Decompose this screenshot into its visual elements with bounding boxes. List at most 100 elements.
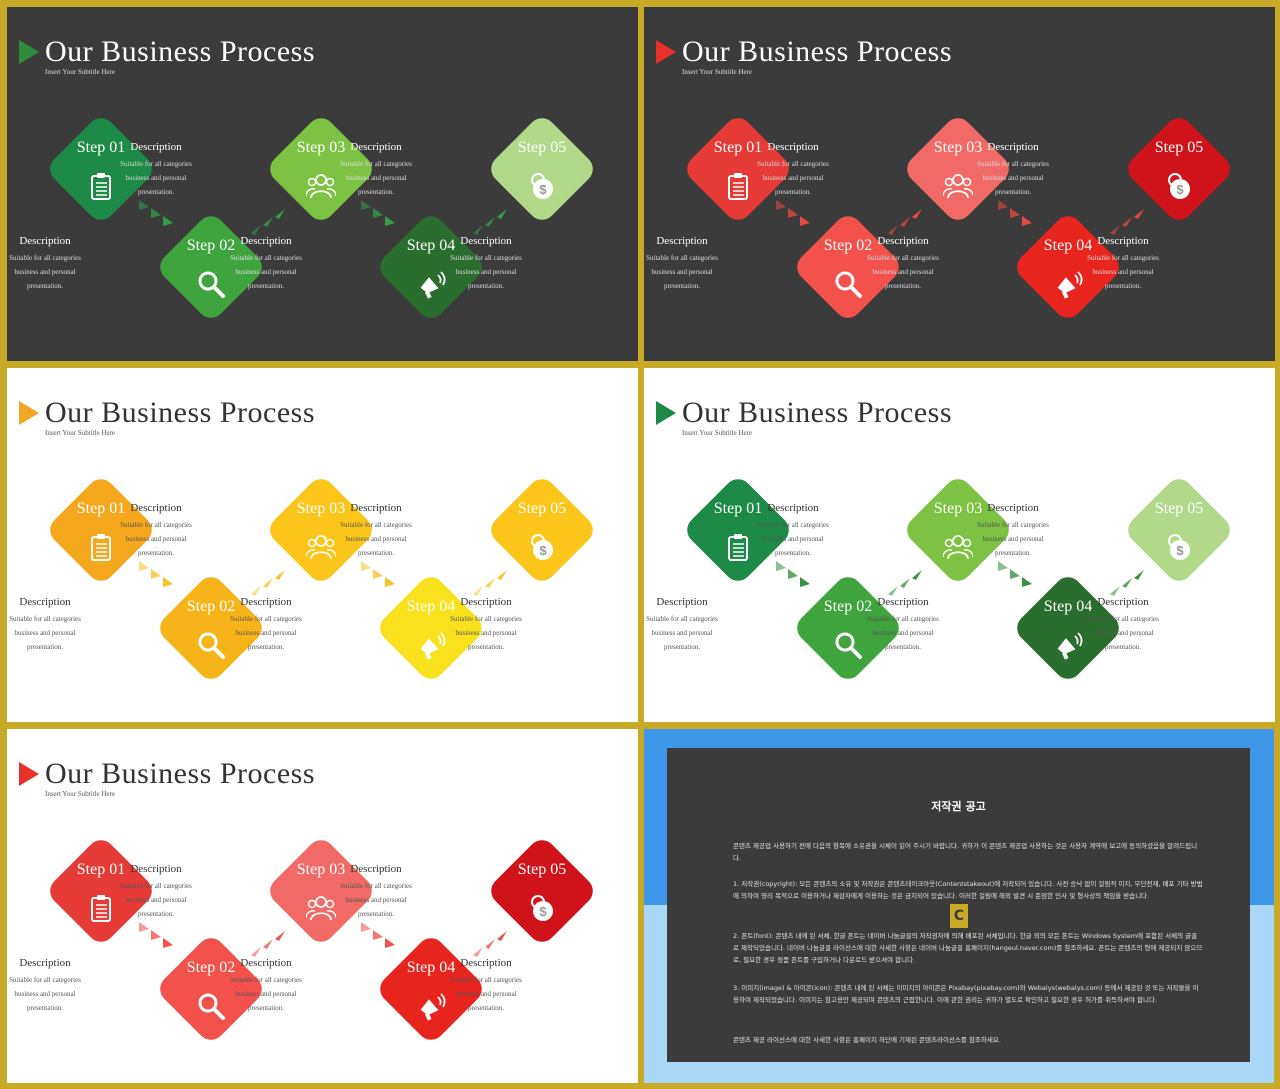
description-line: presentation. [358,910,394,918]
connector-arrows-2 [251,209,285,235]
description-title: Description [1097,235,1149,247]
description-line: business and personal [1092,268,1154,276]
connector-arrows-1 [139,922,173,948]
arrow-head-icon [473,225,483,235]
clipboard-icon [723,171,753,201]
arrow-head-icon [485,217,495,227]
step-label-4: Step 04 [406,237,456,254]
arrow-head-icon [800,577,810,587]
description-line: business and personal [345,896,407,904]
description-line: Suitable for all categories [340,160,412,168]
connector-arrows-4 [1110,209,1144,235]
description-line: presentation. [248,1004,284,1012]
magnifier-icon [196,269,226,299]
arrow-head-icon [900,578,910,588]
megaphone-icon [416,269,446,299]
arrow-head-icon [1010,208,1020,218]
arrow-head-icon [163,938,173,948]
description-line: presentation. [138,910,174,918]
description-line: business and personal [762,174,824,182]
connector-arrows-3 [361,561,395,587]
description-line: presentation. [468,282,504,290]
notice-paragraph-image: 3. 이미지(image) & 아이콘(icon): 콘텐츠 내에 된 서체는 … [733,984,1199,1004]
arrow-head-icon [263,217,273,227]
description-line: Suitable for all categories [757,521,829,529]
description-line: business and personal [651,629,713,637]
arrow-head-icon [1022,577,1032,587]
description-title: Description [350,141,402,153]
connector-arrows-4 [473,931,507,957]
magnifier-icon [196,991,226,1021]
arrow-head-icon [1022,216,1032,226]
people-icon [305,532,337,562]
arrow-head-icon [151,208,161,218]
slide-title: Our Business Process [45,35,315,68]
megaphone-icon [1053,269,1083,299]
svg-text:$: $ [1176,543,1184,558]
clipboard-icon [723,532,753,562]
description-line: Suitable for all categories [340,882,412,890]
people-icon [305,893,337,923]
people-icon [942,532,974,562]
description-line: business and personal [345,174,407,182]
coins-icon: $ [527,893,557,923]
connector-arrows-1 [139,561,173,587]
description-title: Description [460,957,512,969]
description-line: presentation. [468,1004,504,1012]
connector-arrows-3 [361,922,395,948]
description-title: Description [19,235,71,247]
connector-arrows-4 [473,570,507,596]
description-line: business and personal [235,629,297,637]
description-line: presentation. [885,643,921,651]
arrow-head-icon [385,938,395,948]
description-line: presentation. [885,282,921,290]
description-line: business and personal [125,535,187,543]
step-label-2: Step 02 [186,237,236,254]
description-line: Suitable for all categories [1087,254,1159,262]
arrow-head-icon [385,577,395,587]
step-label-5: Step 05 [1154,500,1204,517]
slide-title: Our Business Process [45,396,315,429]
description-line: Suitable for all categories [120,160,192,168]
arrow-head-icon [163,577,173,587]
step-label-2: Step 02 [823,598,873,615]
slide-subtitle: Insert Your Subtitle Here [45,429,115,437]
connector-arrows-1 [776,200,810,226]
arrow-head-icon [900,217,910,227]
arrow-head-icon [1122,217,1132,227]
step-label-5: Step 05 [1154,139,1204,156]
arrow-head-icon [251,225,261,235]
description-line: business and personal [455,629,517,637]
description-title: Description [19,957,71,969]
description-title: Description [767,141,819,153]
description-line: business and personal [125,174,187,182]
arrow-head-icon [275,209,285,219]
arrow-head-icon [912,570,922,580]
arrow-head-icon [1110,586,1120,596]
arrow-head-icon [497,209,507,219]
description-line: business and personal [14,268,76,276]
slide-subtitle: Insert Your Subtitle Here [45,68,115,76]
description-line: business and personal [455,990,517,998]
notice-paragraph-copyright: 1. 저작권(copyright): 모든 콘텐츠의 소유 및 저작권은 콘텐츠… [733,880,1203,900]
description-line: presentation. [27,282,63,290]
description-line: business and personal [235,268,297,276]
connector-arrows-1 [139,200,173,226]
step-label-3: Step 03 [933,500,983,517]
magnifier-icon [833,269,863,299]
description-line: business and personal [14,990,76,998]
step-label-2: Step 02 [186,959,236,976]
description-line: business and personal [345,535,407,543]
notice-intro: 콘텐츠 제공업 사용하기 전에 다음의 항목에 소유권을 시체이 읽어 주시기 … [733,842,1198,862]
